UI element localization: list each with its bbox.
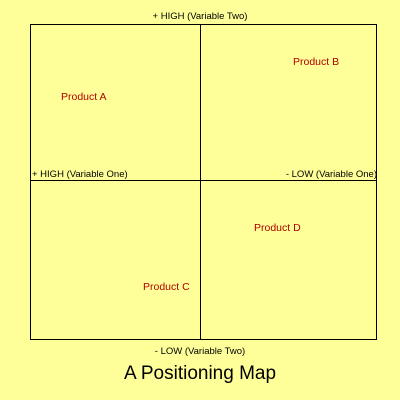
- product-d-label: Product D: [254, 222, 301, 234]
- product-c-label: Product C: [143, 281, 190, 293]
- positioning-map-frame: [30, 24, 377, 340]
- product-a-label: Product A: [61, 91, 107, 103]
- map-title: A Positioning Map: [123, 363, 277, 384]
- axis-label-bottom: - LOW (Variable Two): [154, 346, 246, 357]
- product-b-label: Product B: [293, 56, 340, 68]
- axis-label-right: - LOW (Variable One): [285, 169, 377, 180]
- vertical-axis-line: [200, 24, 201, 340]
- horizontal-axis-line: [30, 180, 377, 181]
- axis-label-left: + HIGH (Variable One): [32, 169, 128, 180]
- axis-label-top: + HIGH (Variable Two): [152, 11, 248, 22]
